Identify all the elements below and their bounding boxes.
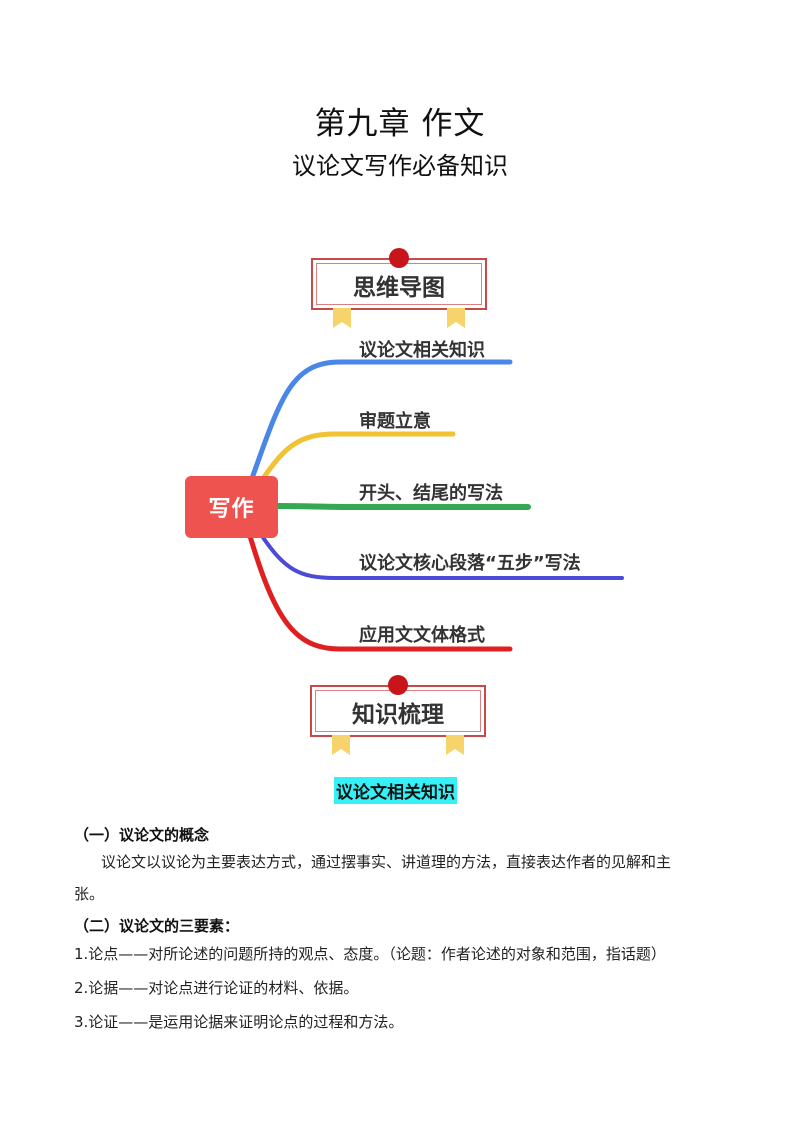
section1-paragraph-line2: 张。 <box>74 885 105 903</box>
branch-line-3 <box>273 503 531 510</box>
banner-inner-frame <box>316 263 482 305</box>
knowledge-banner-label: 知识梳理 <box>352 702 444 728</box>
branch-line-5 <box>247 533 513 652</box>
chapter-subtitle: 议论文写作必备知识 <box>292 152 508 180</box>
section-highlight-title: 议论文相关知识 <box>334 777 457 804</box>
mindmap-banner: 思维导图 <box>311 248 491 328</box>
banner-ribbon-left <box>332 735 350 755</box>
banner-ribbon-right <box>447 308 465 328</box>
branch-label-3: 开头、结尾的写法 <box>359 483 503 504</box>
list-item: 1.论点——对所论述的问题所持的观点、态度。（论题：作者论述的对象和范围，指话题… <box>74 945 666 963</box>
branch-line-2 <box>259 431 456 483</box>
banner-ribbon-left <box>333 308 351 328</box>
branch-label-5: 应用文文体格式 <box>359 625 485 646</box>
chapter-title: 第九章 作文 <box>314 106 486 142</box>
list-item: 2.论据——对论点进行论证的材料、依据。 <box>74 979 359 997</box>
banner-inner-frame <box>315 690 481 732</box>
section2-heading: （二）议论文的三要素： <box>74 917 240 935</box>
branch-line-4 <box>260 534 624 580</box>
branch-label-1: 议论文相关知识 <box>359 340 485 361</box>
knowledge-banner: 知识梳理 <box>310 675 490 755</box>
branch-line-1 <box>247 359 513 487</box>
banner-pin-dot <box>388 675 408 695</box>
section1-paragraph-line1: 议论文以议论为主要表达方式，通过摆事实、讲道理的方法，直接表达作者的见解和主 <box>101 853 672 871</box>
branch-label-4: 议论文核心段落“五步”写法 <box>359 553 581 574</box>
section1-heading: （一）议论文的概念 <box>74 826 210 844</box>
branch-label-2: 审题立意 <box>359 411 431 432</box>
banner-pin-dot <box>389 248 409 268</box>
mindmap-banner-label: 思维导图 <box>353 275 445 301</box>
mindmap-root-node: 写作 <box>185 476 278 538</box>
list-item: 3.论证——是运用论据来证明论点的过程和方法。 <box>74 1013 404 1031</box>
banner-ribbon-right <box>446 735 464 755</box>
